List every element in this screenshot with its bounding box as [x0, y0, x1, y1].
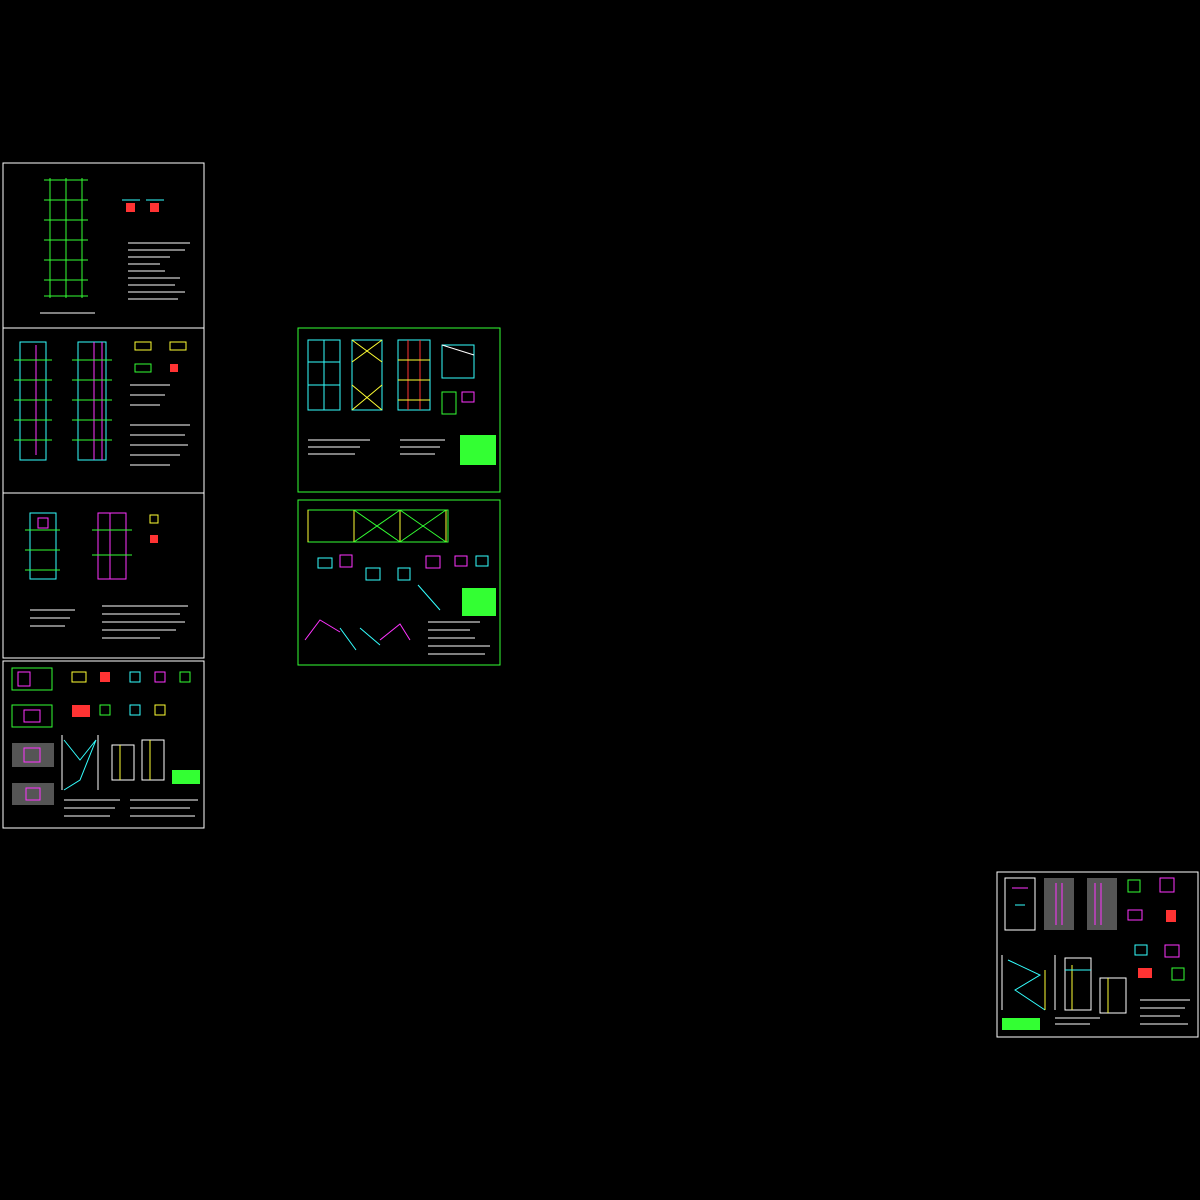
brace-details — [304, 584, 441, 651]
notes-block — [308, 439, 445, 455]
notes-block — [130, 384, 190, 466]
general-notes-block — [128, 242, 190, 300]
notes-block — [30, 605, 188, 639]
sheet-frame — [996, 871, 1199, 1038]
frame-elevation-1 — [307, 339, 341, 411]
beam-plan-left — [25, 512, 60, 580]
stair-plan-2 — [11, 704, 53, 728]
frame-elevation-2 — [351, 339, 383, 411]
stair-plan-3 — [12, 743, 54, 767]
gable-detail — [441, 344, 475, 379]
column-plan-left — [14, 341, 52, 461]
sheet-frame — [297, 327, 501, 493]
sheet-frame — [297, 499, 501, 666]
stair-elevation-a — [1001, 955, 1056, 1011]
notes-block — [428, 621, 490, 655]
connection-details — [1127, 877, 1185, 981]
stair-plan-4 — [12, 783, 54, 805]
sheet-beam-plan[interactable] — [2, 492, 205, 659]
stair-plan-1 — [11, 667, 53, 691]
column-plan-right — [72, 341, 112, 461]
frame-elevation-3 — [397, 339, 431, 411]
sheet-column-layout[interactable] — [2, 327, 205, 494]
connection-detail — [441, 391, 475, 415]
truss-node-details — [317, 554, 489, 581]
schedule-table — [1002, 1018, 1040, 1030]
stair-plan-b — [1044, 878, 1074, 930]
stair-frame-elevations — [111, 739, 165, 781]
stair-plan-c — [1087, 878, 1117, 930]
schedule-table — [172, 770, 200, 784]
sheet-frame-elevations[interactable] — [297, 327, 501, 493]
connection-details — [134, 341, 187, 373]
stair-elevation-diagonal — [61, 735, 99, 791]
sheet-frame — [2, 492, 205, 659]
connection-details — [71, 671, 191, 717]
sheet-frame — [2, 660, 205, 829]
column-section-details — [122, 199, 164, 212]
axis-grid — [44, 178, 88, 298]
sheet-stair-elevations[interactable] — [996, 871, 1199, 1038]
beam-plan-right — [92, 512, 132, 580]
stair-elevation-b — [1064, 957, 1092, 1011]
notes-block — [64, 799, 198, 817]
truss-elevation — [307, 509, 449, 543]
stair-plan-a — [1004, 877, 1036, 931]
notes-block — [1055, 999, 1190, 1025]
member-schedule-table — [460, 435, 496, 465]
sheet-truss-details[interactable] — [297, 499, 501, 666]
member-schedule-table — [462, 588, 496, 616]
sheet-grid-plan[interactable] — [2, 162, 205, 329]
beam-section-detail — [149, 514, 159, 543]
stair-elevation-c — [1099, 977, 1127, 1014]
sheet-stair-details[interactable] — [2, 660, 205, 829]
